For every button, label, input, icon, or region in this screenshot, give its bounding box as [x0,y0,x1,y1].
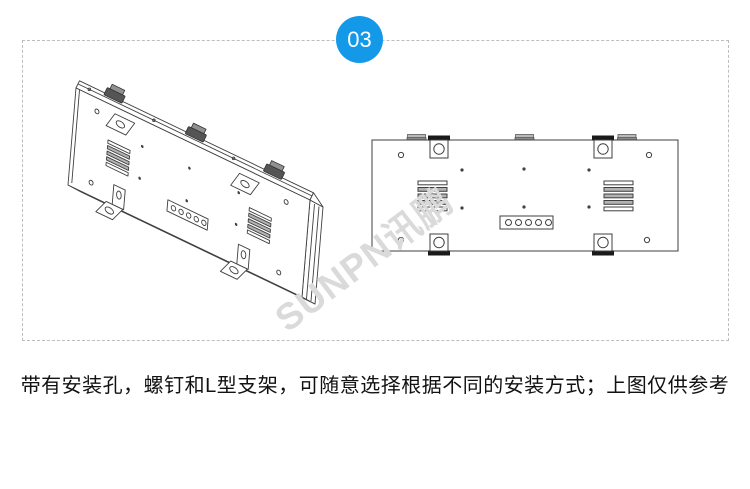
l-bracket [220,237,249,284]
mount-tabs [428,135,614,256]
screw-hole-icon [284,199,288,205]
alignment-dots [138,144,241,226]
bracket-square [429,139,613,252]
rail-hook-icon [185,122,207,143]
vent-grille-right [247,208,271,244]
screw-hole-icon [645,151,653,159]
screw-hole-icon [397,151,405,159]
rail-hook-icon [103,83,126,104]
caption-text: 带有安装孔，螺钉和L型支架，可随意选择根据不同的安装方式；上图仅供参考 [20,375,730,397]
l-bracket [106,110,135,139]
panel-rear-face [67,88,310,310]
vent-grille-right [603,180,634,212]
perspective-drawing [67,80,324,310]
l-bracket [96,177,125,224]
l-bracket [231,170,260,199]
screw-hole-icon [643,236,651,244]
screw-hole-icon [89,179,93,185]
vent-grille-left [417,180,448,212]
connector-strip [499,215,554,230]
step-badge: 03 [336,16,383,63]
rear-view-drawing [371,134,679,256]
connector-strip [167,200,208,230]
screw-hole-icon [397,236,405,244]
screw-hole-icon [95,108,99,114]
rail-hook-icon [263,160,285,180]
screw-hole-icon [277,269,281,275]
vent-grille-left [106,140,130,176]
step-number: 03 [347,26,372,52]
alignment-dots [460,167,591,210]
